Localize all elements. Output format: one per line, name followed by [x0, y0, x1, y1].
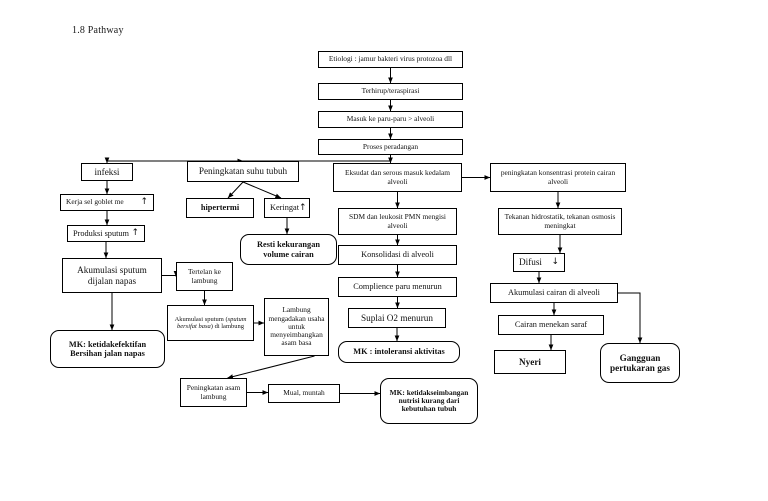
node-label-keringat: Keringat: [270, 203, 300, 213]
node-sputum: Produksi sputum↑: [67, 225, 145, 242]
node-suhu: Peningkatan suhu tubuh: [187, 161, 299, 182]
node-tekanan: Tekanan hidrostatik, tekanan osmosis men…: [498, 208, 622, 235]
node-complience: Complience paru menurun: [338, 277, 457, 297]
node-label-protein: peningkatan konsentrasi protein cairan a…: [500, 168, 616, 186]
node-difusi: Difusi ↓: [513, 253, 565, 272]
node-resti: Resti kekurangan volume cairan: [240, 234, 337, 265]
node-label-menekan: Cairan menekan saraf: [514, 320, 588, 330]
node-mual: Mual, muntah: [268, 384, 340, 403]
node-label-tertelan: Tertelan ke lambung: [188, 267, 221, 285]
trend-arrow-difusi: ↓: [551, 257, 559, 267]
node-label-difusi: Difusi: [519, 257, 542, 268]
node-label-sdm: SDM dan leukosit PMN mengisi alveoli: [349, 212, 446, 230]
node-label-mk-nutrisi: MK: ketidakseimbangan nutrisi kurang dar…: [389, 387, 469, 414]
node-akumulasi: Akumulasi sputum dijalan napas: [62, 258, 162, 293]
node-label-resti: Resti kekurangan volume cairan: [257, 240, 320, 259]
node-label-nyeri: Nyeri: [519, 356, 541, 367]
node-label-complience: Complience paru menurun: [353, 282, 442, 292]
node-tertelan: Tertelan ke lambung: [176, 262, 233, 291]
node-mk-bersihan: MK: ketidakefektifan Bersihan jalan napa…: [50, 330, 165, 368]
node-label-mk-bersihan: MK: ketidakefektifan Bersihan jalan napa…: [68, 339, 147, 358]
node-label-mual: Mual, muntah: [283, 388, 325, 398]
node-label-konsolidasi: Konsolidasi di alveoli: [361, 250, 434, 260]
page-title: 1.8 Pathway: [72, 25, 124, 36]
node-keringat: Keringat↑: [264, 198, 310, 218]
node-label-akumulasi: Akumulasi sputum dijalan napas: [77, 265, 147, 286]
node-masuk: Masuk ke paru-paru > alveoli: [318, 111, 463, 128]
node-label-sputum: Produksi sputum: [73, 228, 130, 238]
node-label-gangguan: Gangguan pertukaran gas: [610, 352, 670, 373]
node-label-etiologi: Etiologi : jamur bakteri virus protozoa …: [328, 54, 453, 64]
node-infeksi: infeksi: [81, 163, 133, 181]
node-menekan: Cairan menekan saraf: [498, 315, 604, 335]
node-konsolidasi: Konsolidasi di alveoli: [338, 245, 457, 265]
node-nyeri: Nyeri: [494, 350, 566, 374]
node-terhirup: Terhirup/teraspirasi: [318, 83, 463, 100]
node-akum-cairan: Akumulasi cairan di alveoli: [490, 283, 618, 303]
node-asam: Peningkatan asam lambung: [180, 378, 247, 407]
trend-arrow-sputum: ↑: [131, 228, 139, 238]
node-label-peradangan: Proses peradangan: [362, 141, 419, 151]
node-label-mk-intol: MK : intoleransi aktivitas: [353, 347, 445, 357]
node-lambung: Lambung mengadakan usaha untuk menyeimba…: [264, 298, 329, 356]
node-gangguan: Gangguan pertukaran gas: [600, 343, 680, 383]
node-goblet: Kerja sel goblet me ↑: [60, 194, 154, 211]
node-label-lambung: Lambung mengadakan usaha untuk menyeimba…: [268, 305, 325, 348]
node-label-eksudat: Eksudat dan serous masuk kedalam alveoli: [344, 168, 451, 186]
node-sdm: SDM dan leukosit PMN mengisi alveoli: [338, 208, 457, 235]
node-etiologi: Etiologi : jamur bakteri virus protozoa …: [318, 51, 463, 68]
node-label-goblet: Kerja sel goblet me: [66, 197, 124, 207]
node-eksudat: Eksudat dan serous masuk kedalam alveoli: [333, 163, 462, 192]
node-mk-nutrisi: MK: ketidakseimbangan nutrisi kurang dar…: [380, 378, 478, 424]
node-hipertermi: hipertermi: [186, 198, 254, 218]
node-label-hipertermi: hipertermi: [200, 203, 240, 213]
node-label-terhirup: Terhirup/teraspirasi: [361, 86, 420, 96]
trend-arrow-goblet: ↑: [140, 197, 148, 207]
node-label-masuk: Masuk ke paru-paru > alveoli: [346, 114, 435, 124]
node-label-akum-lamb: Akumulasi sputum (sputum bersifat basa) …: [174, 315, 247, 330]
node-label-suhu: Peningkatan suhu tubuh: [198, 166, 288, 177]
node-akum-lamb: Akumulasi sputum (sputum bersifat basa) …: [167, 305, 254, 341]
node-mk-intol: MK : intoleransi aktivitas: [338, 341, 460, 363]
node-label-tekanan: Tekanan hidrostatik, tekanan osmosis men…: [504, 212, 616, 230]
node-label-suplai: Suplai O2 menurun: [361, 312, 433, 323]
node-label-asam: Peningkatan asam lambung: [186, 383, 241, 401]
node-label-akum-cairan: Akumulasi cairan di alveoli: [508, 288, 600, 298]
trend-arrow-keringat: ↑: [299, 202, 307, 213]
node-protein: peningkatan konsentrasi protein cairan a…: [490, 163, 626, 192]
node-peradangan: Proses peradangan: [318, 139, 463, 155]
node-label-infeksi: infeksi: [94, 166, 120, 177]
node-suplai: Suplai O2 menurun: [348, 308, 446, 328]
